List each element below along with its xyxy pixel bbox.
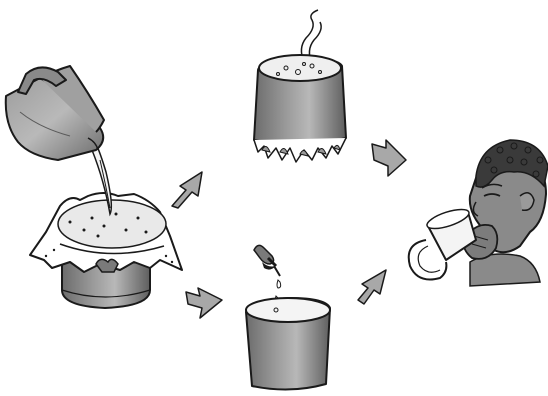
drink-step xyxy=(409,140,548,286)
arrow-filter-to-disinfect xyxy=(186,288,222,318)
boiling-pot-icon xyxy=(254,55,346,145)
arrow-filter-to-boil xyxy=(172,172,202,208)
person-drinking-icon xyxy=(464,140,548,286)
pitcher-icon xyxy=(6,66,104,160)
boil-step xyxy=(254,10,346,162)
arrow-disinfect-to-drink xyxy=(358,270,386,304)
cup-icon xyxy=(409,206,476,280)
disinfect-step xyxy=(246,245,330,389)
dropper-icon xyxy=(254,245,280,276)
filter-step xyxy=(6,66,182,308)
filter-cloth-icon xyxy=(30,193,182,272)
arrow-boil-to-drink xyxy=(372,140,406,176)
fire-icon xyxy=(254,138,346,162)
disinfect-pot-icon xyxy=(246,298,330,390)
